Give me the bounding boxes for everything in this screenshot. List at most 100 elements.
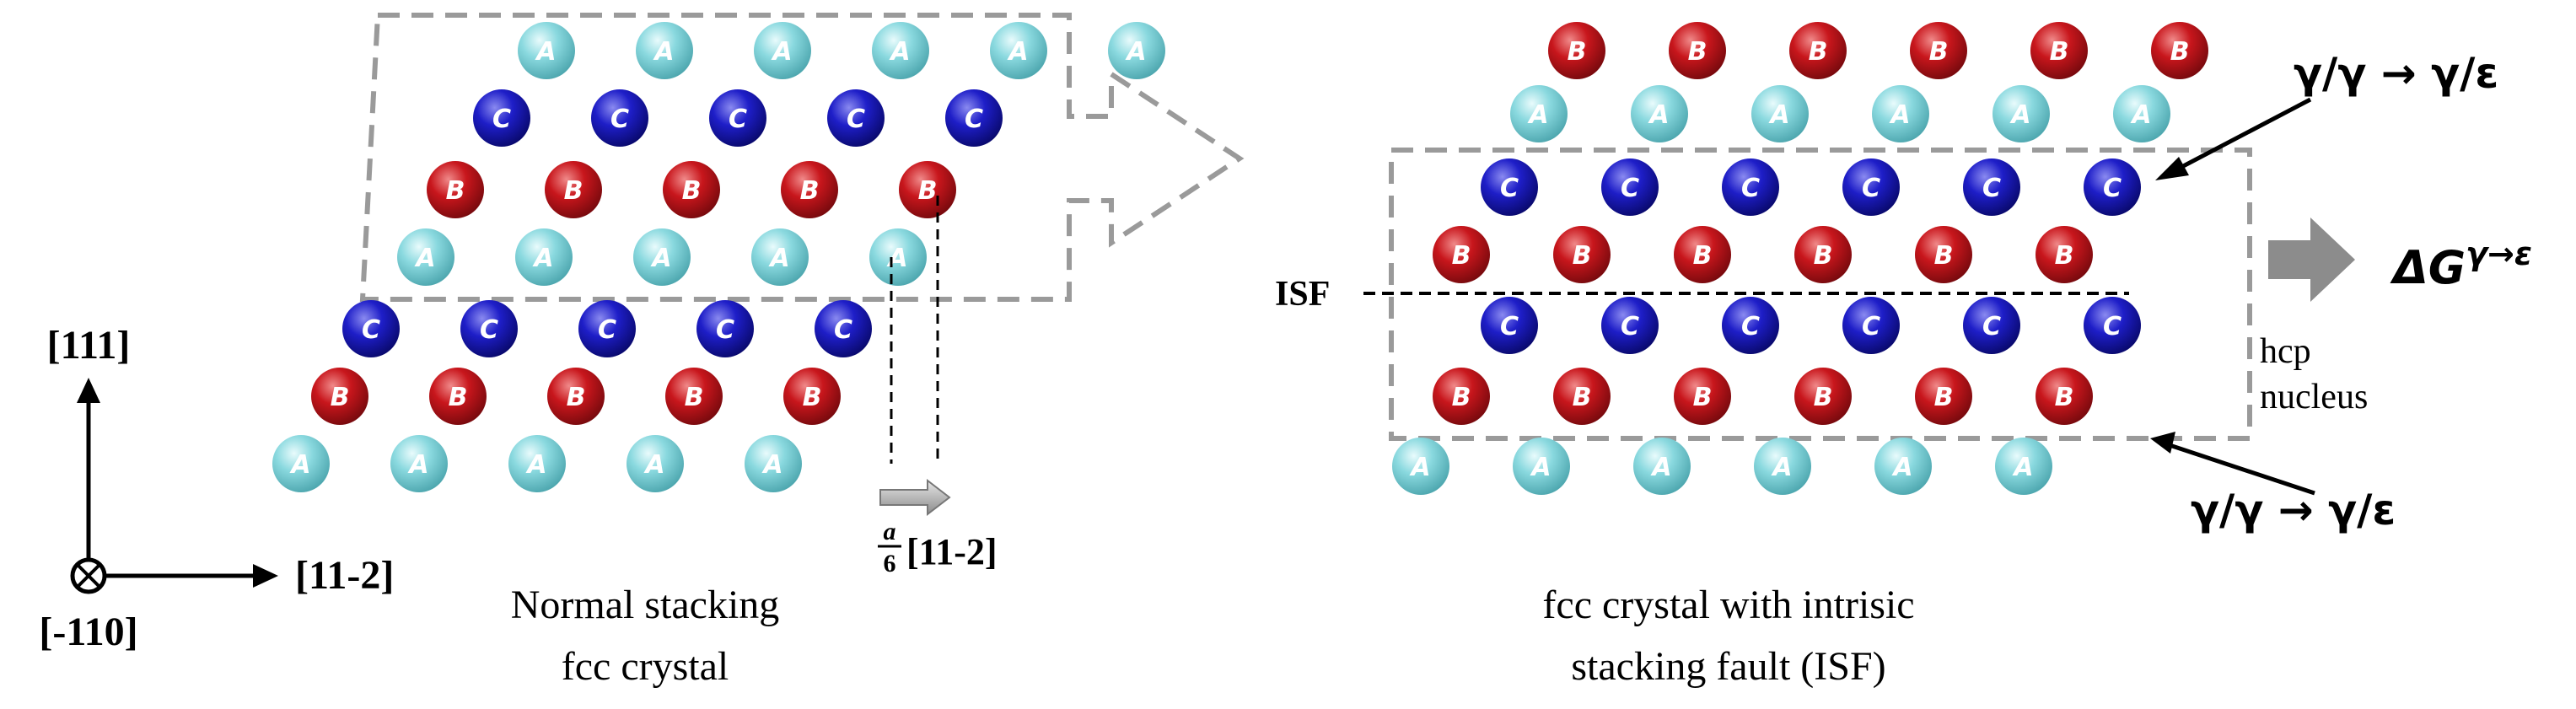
left-atom-a: A	[508, 435, 566, 492]
isf-label: ISF	[1275, 275, 1330, 314]
left-atom-letter: A	[532, 244, 553, 273]
right-atom-b: B	[1553, 368, 1611, 425]
left-atom-letter: C	[362, 315, 380, 345]
interface-bottom-arrow-line	[2166, 442, 2315, 496]
axis-label-vertical: [111]	[47, 323, 131, 368]
right-atom-sphere	[1548, 22, 1605, 79]
right-atom-letter: A	[1768, 100, 1789, 130]
left-atom-letter: B	[918, 176, 938, 206]
left-atom-sphere	[508, 435, 566, 492]
left-atom-sphere	[460, 300, 518, 357]
left-atom-letter: A	[771, 37, 792, 67]
left-atom-b: B	[545, 161, 602, 218]
left-atom-letter: A	[761, 450, 782, 480]
delta-g-label: ΔGγ→ε	[2390, 235, 2532, 294]
right-atom-sphere	[1754, 438, 1811, 495]
right-atom-letter: C	[1982, 174, 2001, 203]
left-atom-letter: B	[682, 176, 702, 206]
right-atom-letter: A	[1889, 100, 1910, 130]
left-atom-b: B	[429, 368, 487, 425]
right-atom-letter: B	[1809, 37, 1828, 67]
right-atom-sphere	[2084, 297, 2141, 354]
left-atom-sphere	[872, 22, 929, 79]
right-atom-c: C	[1963, 297, 2020, 354]
right-atom-c: C	[1842, 158, 1900, 216]
right-atom-letter: A	[1409, 453, 1430, 482]
right-atom-letter: B	[1568, 37, 1587, 67]
right-atom-sphere	[1874, 438, 1932, 495]
left-atom-a: A	[633, 228, 691, 286]
left-atom-sphere	[342, 300, 400, 357]
left-atom-a: A	[627, 435, 684, 492]
right-atom-sphere	[2030, 22, 2088, 79]
left-atom-c: C	[473, 89, 530, 147]
left-atom-c: C	[945, 89, 1003, 147]
interface-top-arrow-line	[2169, 97, 2312, 175]
left-atom-sphere	[663, 161, 720, 218]
right-atom-sphere	[1789, 22, 1847, 79]
right-atom-a: A	[1872, 85, 1929, 142]
left-atom-a: A	[745, 435, 802, 492]
right-atom-letter: C	[1862, 312, 1880, 341]
right-atom-b: B	[1433, 368, 1490, 425]
right-atom-sphere	[1722, 297, 1779, 354]
left-atom-a: A	[515, 228, 573, 286]
right-atom-letter: B	[1573, 383, 1592, 412]
right-atom-sphere	[1392, 438, 1449, 495]
left-atom-letter: A	[889, 37, 910, 67]
left-atom-a: A	[872, 22, 929, 79]
left-atom-a: A	[518, 22, 575, 79]
left-atom-letter: C	[480, 315, 498, 345]
axis-into-page-cross-2	[76, 563, 101, 588]
right-atom-a: A	[1633, 438, 1691, 495]
right-atom-letter: B	[1814, 241, 1833, 271]
left-atom-c: C	[578, 300, 636, 357]
left-atom-sphere	[627, 435, 684, 492]
left-atom-a: A	[636, 22, 693, 79]
left-atom-b: B	[665, 368, 723, 425]
left-atom-a: A	[990, 22, 1047, 79]
hcp-label-line1: hcp	[2260, 332, 2311, 371]
right-atom-sphere	[2113, 85, 2170, 142]
right-atom-sphere	[1633, 438, 1691, 495]
right-atom-sphere	[1553, 368, 1611, 425]
left-atom-letter: A	[535, 37, 556, 67]
right-atom-sphere	[1433, 368, 1490, 425]
left-caption-line2: fcc crystal	[562, 644, 729, 689]
axis-label-normal: [-110]	[39, 610, 137, 654]
left-atom-sphere	[578, 300, 636, 357]
left-atom-sphere	[518, 22, 575, 79]
left-atom-sphere	[429, 368, 487, 425]
left-atom-sphere	[515, 228, 573, 286]
right-atom-c: C	[1601, 297, 1659, 354]
right-atom-letter: B	[1688, 37, 1707, 67]
left-dashed-arrow-outline	[359, 13, 1245, 302]
right-atom-b: B	[2036, 226, 2093, 283]
right-atom-a: A	[1392, 438, 1449, 495]
left-atom-sphere	[636, 22, 693, 79]
right-atom-letter: B	[2055, 383, 2074, 412]
right-atom-letter: C	[1621, 174, 1639, 203]
right-atom-letter: A	[2009, 100, 2030, 130]
left-atom-c: C	[815, 300, 872, 357]
left-atom-a: A	[397, 228, 454, 286]
right-atom-letter: A	[1650, 453, 1671, 482]
right-atom-b: B	[2030, 22, 2088, 79]
right-atom-a: A	[1513, 438, 1570, 495]
right-atom-b: B	[1553, 226, 1611, 283]
left-atom-letter: A	[407, 450, 428, 480]
left-atom-letter: A	[414, 244, 435, 273]
left-atom-sphere	[272, 435, 330, 492]
left-atom-letter: B	[567, 383, 586, 412]
delta-g-base: ΔG	[2390, 241, 2466, 294]
right-atom-sphere	[1963, 158, 2020, 216]
interface-bottom-label: γ/γ → γ/ε	[2191, 486, 2396, 534]
right-atom-sphere	[1842, 297, 1900, 354]
delta-g-superscript: γ→ε	[2466, 235, 2532, 272]
right-atom-sphere	[1601, 297, 1659, 354]
left-atom-sphere	[633, 228, 691, 286]
right-atom-sphere	[1842, 158, 1900, 216]
